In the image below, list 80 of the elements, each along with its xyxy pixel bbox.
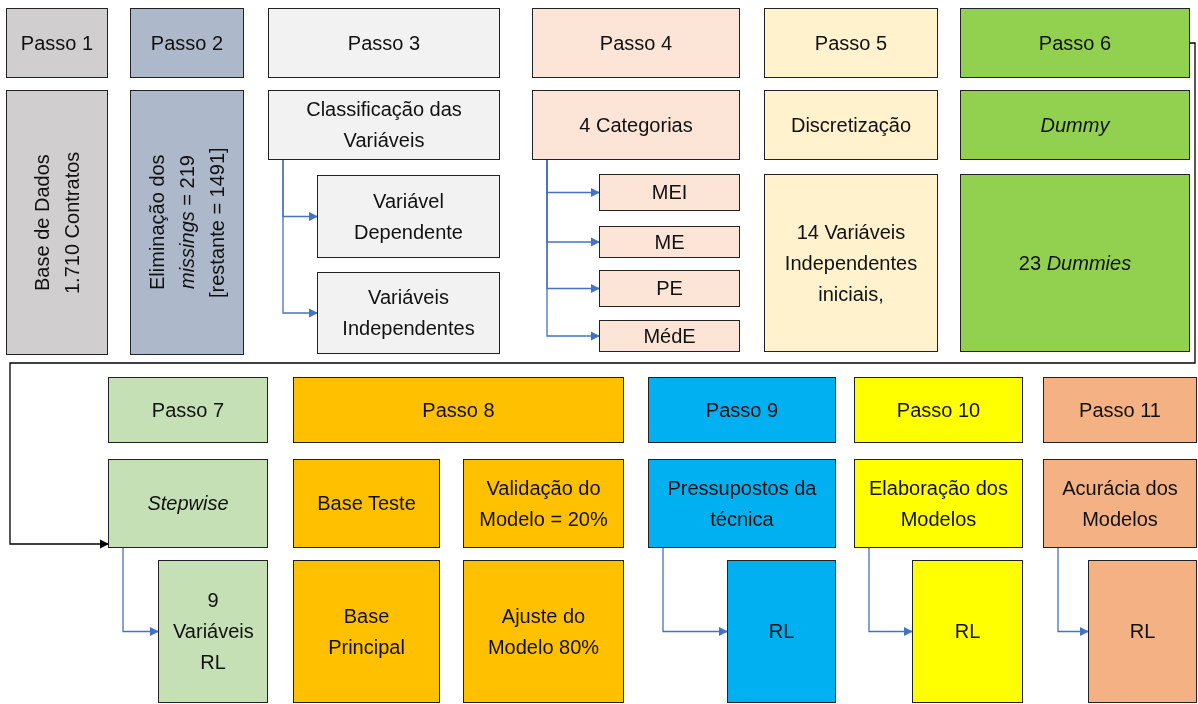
step-text: Passo 2 <box>149 30 225 56</box>
process-box <box>317 175 500 258</box>
process-box <box>599 270 740 307</box>
step-text: Elaboração dos Modelos <box>868 475 1009 532</box>
process-box <box>532 90 740 160</box>
step-text: RL <box>1128 619 1157 644</box>
step-text: Base de Dados 1.710 Contratos <box>30 150 84 296</box>
connector-arrow <box>662 547 728 637</box>
process-box <box>293 459 440 548</box>
connector-arrow <box>868 547 913 637</box>
step-text: Dummy <box>1039 112 1112 138</box>
step-text: Passo 6 <box>1037 30 1113 56</box>
step-text: Base Teste <box>316 491 417 516</box>
step-text: Passo 3 <box>346 30 422 56</box>
step-header-box <box>108 377 268 443</box>
connector-arrow <box>122 547 159 637</box>
step-text: PE <box>655 276 684 301</box>
step-text: 23 Dummies <box>1017 250 1133 276</box>
step-header-box <box>6 8 108 78</box>
process-box <box>158 560 268 703</box>
step-header-box <box>1043 377 1197 443</box>
step-text: RL <box>953 619 982 644</box>
step-text: Passo 9 <box>704 397 780 423</box>
process-box <box>960 90 1190 160</box>
step-header-box <box>532 8 740 78</box>
step-header-box <box>854 377 1023 443</box>
step-text: MédE <box>642 323 697 349</box>
process-box <box>599 226 740 258</box>
connector-arrow <box>9 42 1196 549</box>
step-text: Variáveis Independentes <box>341 285 476 341</box>
step-text: Passo 8 <box>421 397 496 423</box>
step-header-box <box>293 377 624 443</box>
step-header-box <box>960 8 1190 78</box>
connector-arrow <box>546 159 600 341</box>
process-box <box>6 90 108 355</box>
connector-arrow <box>282 159 318 318</box>
process-box <box>108 459 268 548</box>
process-box <box>130 90 244 355</box>
step-text: ME <box>653 229 686 255</box>
step-header-box <box>268 8 500 78</box>
process-box <box>1088 560 1197 703</box>
process-box <box>463 459 624 548</box>
process-box <box>960 174 1190 352</box>
step-text: Discretização <box>789 112 912 138</box>
process-box <box>268 90 500 160</box>
process-box <box>599 174 740 211</box>
process-box <box>599 320 740 352</box>
step-text: RL <box>767 619 796 644</box>
step-header-box <box>648 377 836 443</box>
process-box <box>912 560 1023 703</box>
connector-arrow <box>1057 547 1089 637</box>
step-text: Acurácia dos Modelos <box>1061 475 1179 532</box>
process-box <box>648 459 836 548</box>
step-text: Passo 11 <box>1078 397 1162 423</box>
step-text: MEI <box>650 180 689 205</box>
step-text: Validação do Modelo = 20% <box>478 475 609 532</box>
process-box <box>1043 459 1197 548</box>
step-text: Variável Dependente <box>353 188 464 245</box>
step-text: Ajuste do Modelo 80% <box>486 603 601 660</box>
step-header-box <box>764 8 938 78</box>
process-box <box>317 272 500 354</box>
step-text: Passo 4 <box>598 30 674 56</box>
step-text: 4 Categorias <box>578 112 694 138</box>
step-text: Passo 5 <box>813 30 889 56</box>
step-text: Passo 7 <box>150 397 226 423</box>
process-box <box>764 90 938 160</box>
step-text: 14 Variáveis Independentes iniciais, <box>783 219 919 307</box>
process-box <box>854 459 1023 548</box>
step-text: 9 Variáveis RL <box>172 588 255 675</box>
step-text: Base Principal <box>327 603 406 660</box>
process-box <box>764 174 938 352</box>
step-header-box <box>130 8 244 78</box>
process-box <box>463 560 624 703</box>
step-text: Stepwise <box>146 491 230 516</box>
process-box <box>727 560 836 703</box>
step-text: Pressupostos da técnica <box>666 475 818 532</box>
step-text: Passo 10 <box>895 397 982 423</box>
process-box <box>293 560 440 703</box>
step-text: Passo 1 <box>19 30 95 56</box>
step-text: Classificação das Variáveis <box>305 97 463 153</box>
